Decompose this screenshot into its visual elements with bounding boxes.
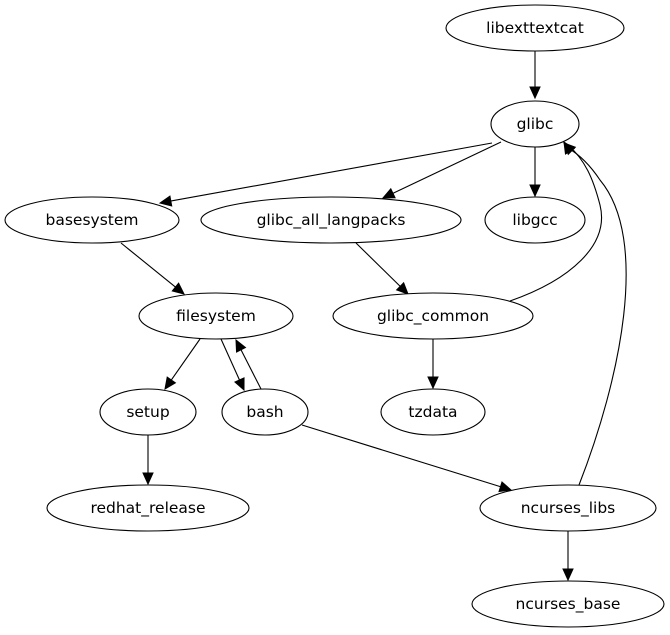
node-ellipse (221, 388, 309, 436)
arrowhead-icon (164, 376, 177, 390)
edge-line (509, 144, 602, 302)
edge-line (301, 424, 502, 488)
node-ncurses_base[interactable]: ncurses_base (471, 580, 665, 628)
node-ellipse (332, 292, 534, 340)
node-glibc_common[interactable]: glibc_common (332, 292, 534, 340)
node-ellipse (380, 388, 486, 436)
node-label: basesystem (46, 211, 139, 229)
edge-libexttextcat-to-glibc (529, 51, 541, 100)
arrowhead-icon (427, 376, 439, 390)
node-basesystem[interactable]: basesystem (4, 196, 180, 244)
edge-line (120, 242, 177, 289)
node-label: glibc_common (377, 307, 489, 326)
arrowhead-icon (381, 187, 396, 199)
edge-line (220, 338, 241, 382)
node-label: glibc_all_langpacks (257, 211, 406, 230)
edge-glibc-to-libgcc (529, 147, 541, 198)
edge-line (355, 242, 402, 288)
node-label: ncurses_libs (521, 499, 616, 518)
edge-setup-to-redhat_release (142, 435, 154, 486)
edge-line (169, 142, 493, 202)
node-glibc_all_langpacks[interactable]: glibc_all_langpacks (200, 196, 462, 244)
node-ellipse (490, 100, 580, 148)
node-ncurses_libs[interactable]: ncurses_libs (479, 484, 657, 532)
edge-glibc-to-basesystem (158, 142, 493, 207)
arrowhead-icon (142, 472, 154, 486)
node-ellipse (479, 484, 657, 532)
edge-line (391, 141, 502, 195)
node-ellipse (200, 196, 462, 244)
arrowhead-icon (498, 481, 513, 493)
edge-ncurses_libs-to-glibc (563, 142, 627, 486)
node-label: setup (126, 403, 169, 421)
node-label: ncurses_base (516, 595, 621, 614)
arrowhead-icon (171, 282, 185, 295)
arrowhead-icon (562, 568, 574, 582)
arrowhead-icon (158, 195, 173, 207)
node-label: glibc (517, 115, 554, 133)
node-tzdata[interactable]: tzdata (380, 388, 486, 436)
arrowhead-icon (395, 281, 409, 295)
edge-glibc_common-to-tzdata (427, 339, 439, 390)
node-redhat_release[interactable]: redhat_release (46, 484, 250, 532)
node-libgcc[interactable]: libgcc (484, 196, 586, 244)
edge-glibc-to-glibc_all_langpacks (381, 141, 502, 199)
node-label: filesystem (176, 307, 256, 325)
edge-bash-to-filesystem (235, 338, 262, 390)
arrowhead-icon (563, 142, 577, 156)
node-ellipse (471, 580, 665, 628)
node-ellipse (99, 388, 197, 436)
node-label: libgcc (512, 211, 557, 229)
node-ellipse (445, 4, 625, 52)
node-label: redhat_release (90, 499, 205, 518)
node-ellipse (484, 196, 586, 244)
node-bash[interactable]: bash (221, 388, 309, 436)
node-filesystem[interactable]: filesystem (138, 292, 294, 340)
node-setup[interactable]: setup (99, 388, 197, 436)
edge-line (240, 348, 262, 390)
arrowhead-icon (529, 86, 541, 100)
node-libexttextcat[interactable]: libexttextcat (445, 4, 625, 52)
node-ellipse (138, 292, 294, 340)
edge-filesystem-to-setup (164, 338, 201, 390)
edges-layer (120, 51, 627, 582)
edge-line (170, 338, 201, 382)
edge-bash-to-ncurses_libs (301, 424, 513, 493)
edge-ncurses_libs-to-ncurses_base (562, 531, 574, 582)
node-label: tzdata (408, 403, 457, 421)
arrowhead-icon (235, 338, 247, 353)
node-glibc[interactable]: glibc (490, 100, 580, 148)
node-label: libexttextcat (486, 19, 584, 37)
node-ellipse (46, 484, 250, 532)
edge-basesystem-to-filesystem (120, 242, 185, 295)
node-ellipse (4, 196, 180, 244)
node-label: bash (246, 403, 283, 421)
arrowhead-icon (529, 184, 541, 198)
edge-line (567, 147, 627, 486)
edge-glibc_all_langpacks-to-glibc_common (355, 242, 409, 295)
edge-filesystem-to-bash (220, 338, 245, 392)
arrowhead-icon (234, 377, 245, 392)
nodes-layer: libexttextcat glibc basesystem glibc_all_la… (4, 4, 665, 628)
